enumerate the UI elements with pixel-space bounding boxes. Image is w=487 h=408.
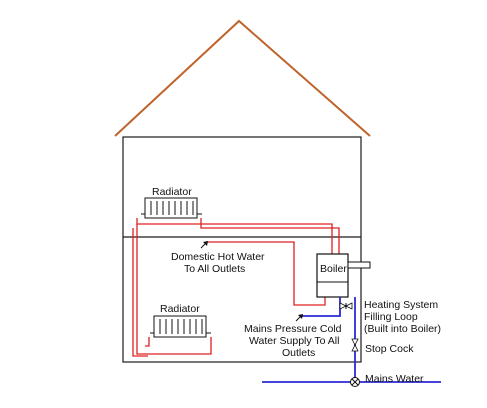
lower-radiator-flow-pipe <box>136 224 212 355</box>
mains-junction-icon <box>350 377 360 387</box>
mains-cold-label-line1: Mains Pressure Cold <box>244 323 342 335</box>
boiler <box>316 253 371 298</box>
mains-cold-label-line3: Outlets <box>282 347 315 359</box>
cold-water-outlet-arrow-icon <box>295 314 303 322</box>
mains-water-label: Mains Water <box>365 373 424 385</box>
radiator-upper-label: Radiator <box>152 186 192 198</box>
roof <box>114 19 371 137</box>
lower-radiator-return-pipe <box>132 228 148 357</box>
filling-loop-label-line3: (Built into Boiler) <box>364 323 441 335</box>
boiler-label: Boiler <box>320 263 347 275</box>
stop-cock-label: Stop Cock <box>365 343 414 355</box>
filling-loop-label-line1: Heating System <box>364 299 438 311</box>
house-outline <box>122 136 362 363</box>
heating-flow-pipe <box>136 218 333 254</box>
filling-loop-valve-icon <box>339 302 353 310</box>
stop-cock-icon <box>351 338 359 352</box>
radiator-lower-label: Radiator <box>160 303 200 315</box>
mains-cold-label-line2: Water Supply To All <box>249 335 339 347</box>
domestic-hot-water-label-line2: To All Outlets <box>184 263 245 275</box>
radiator-upper <box>141 197 202 219</box>
heating-pipework <box>132 218 340 357</box>
hot-water-outlet-arrow-icon <box>200 241 208 249</box>
domestic-hot-water-pipe <box>206 241 326 306</box>
radiator-lower <box>150 315 211 338</box>
lower-radiator-tail <box>145 337 150 347</box>
mains-cold-supply-pipe <box>301 297 341 317</box>
domestic-hot-water-label-line1: Domestic Hot Water <box>171 251 265 263</box>
filling-loop-label-line2: Filling Loop <box>364 311 418 323</box>
heating-return-pipe <box>200 218 340 254</box>
